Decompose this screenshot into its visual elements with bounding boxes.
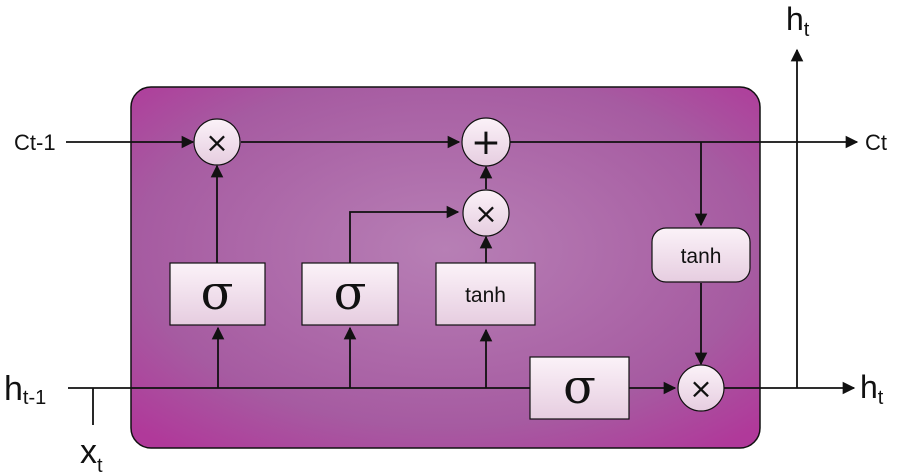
input-gate-symbol: σ	[334, 265, 367, 321]
x-input-label: xt	[80, 433, 103, 476]
cell-tanh-gate: tanh	[651, 227, 751, 283]
forget-multiply-symbol: ×	[205, 126, 228, 159]
input-multiply-op: ×	[462, 189, 510, 237]
cell-tanh-label: tanh	[681, 245, 722, 268]
add-op: +	[461, 117, 511, 167]
hidden-out-right-label: ht	[860, 369, 884, 409]
output-multiply-symbol: ×	[689, 372, 712, 405]
cell-state-in-label: Ct-1	[14, 130, 56, 155]
input-gate-to-mult	[349, 205, 460, 263]
output-multiply-op: ×	[677, 364, 725, 412]
input-gate: σ	[301, 262, 399, 326]
hidden-in-label: ht-1	[4, 370, 46, 409]
forget-gate-symbol: σ	[201, 265, 234, 321]
hidden-out-top-label: ht	[786, 1, 810, 41]
forget-multiply-op: ×	[193, 118, 241, 166]
candidate-gate: tanh	[435, 262, 536, 326]
connections	[66, 48, 859, 425]
output-gate: σ	[529, 356, 630, 420]
forget-gate: σ	[169, 262, 266, 326]
add-symbol: +	[471, 122, 501, 163]
cell-state-out-label: Ct	[865, 130, 887, 155]
candidate-gate-label: tanh	[465, 284, 506, 307]
input-multiply-symbol: ×	[474, 197, 497, 230]
output-gate-symbol: σ	[563, 359, 596, 415]
